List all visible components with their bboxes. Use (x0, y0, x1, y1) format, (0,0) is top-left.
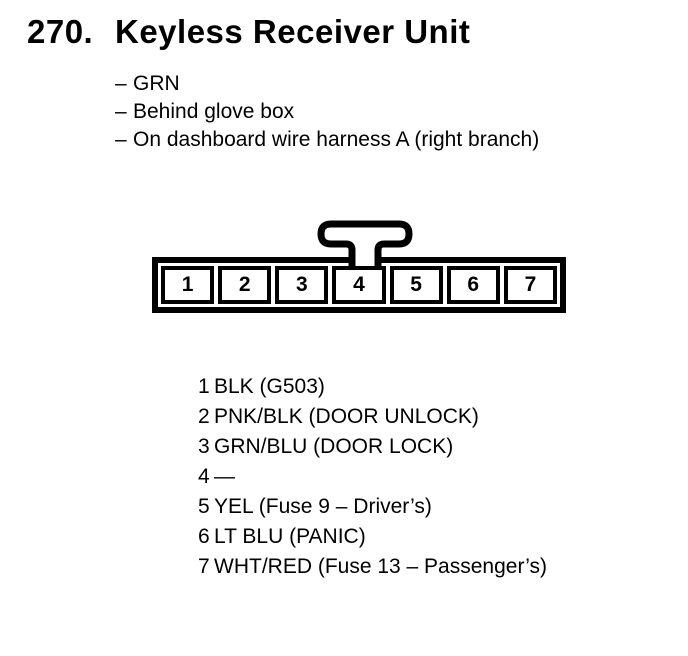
pin-row: 7 WHT/RED (Fuse 13 – Passenger’s) (198, 552, 547, 582)
connector-pin-cell: 3 (275, 266, 329, 304)
connector-diagram: 1 2 3 4 5 6 7 (152, 220, 566, 313)
bullet-line: – GRN (115, 70, 539, 98)
pin-number: 7 (524, 273, 537, 296)
connector-pin-cell: 7 (503, 266, 557, 304)
pin-list-description: BLK (G503) (214, 375, 325, 398)
pin-row: 4 — (198, 462, 547, 492)
bullet-line: – On dashboard wire harness A (right bra… (115, 126, 539, 154)
page-title: 270. Keyless Receiver Unit (27, 13, 470, 51)
bullet-line: – Behind glove box (115, 98, 539, 126)
bullet-dash: – (115, 128, 127, 151)
pin-row: 5 YEL (Fuse 9 – Driver’s) (198, 492, 547, 522)
connector-pin-cell: 5 (389, 266, 443, 304)
bullet-dash: – (115, 100, 127, 123)
pin-list-number: 5 (198, 495, 210, 518)
pin-list-description: GRN/BLU (DOOR LOCK) (214, 435, 454, 458)
pin-list-number: 4 (198, 465, 210, 488)
pin-number: 5 (410, 273, 422, 296)
connector-latch-tab-icon (317, 220, 413, 266)
pin-list: 1 BLK (G503) 2 PNK/BLK (DOOR UNLOCK) 3 G… (198, 372, 547, 582)
pin-row: 1 BLK (G503) (198, 372, 547, 402)
pin-list-description: — (214, 465, 235, 488)
pin-number: 3 (296, 273, 308, 296)
pin-number: 6 (467, 273, 480, 296)
connector-pin-cell: 4 (332, 266, 386, 304)
connector-pins-row: 1 2 3 4 5 6 7 (158, 263, 560, 307)
pin-list-description: WHT/RED (Fuse 13 – Passenger’s) (214, 555, 547, 578)
bullet-dash: – (115, 72, 127, 95)
pin-list-number: 3 (198, 435, 210, 458)
pin-list-number: 1 (198, 375, 210, 398)
section-title: Keyless Receiver Unit (115, 13, 471, 50)
bullet-text: Behind glove box (133, 100, 295, 123)
pin-list-number: 7 (198, 555, 210, 578)
pin-list-description: PNK/BLK (DOOR UNLOCK) (214, 405, 479, 428)
pin-row: 2 PNK/BLK (DOOR UNLOCK) (198, 402, 547, 432)
pin-number: 2 (238, 273, 251, 296)
pin-list-number: 6 (198, 525, 210, 548)
connector-pin-cell: 2 (218, 266, 272, 304)
location-notes: – GRN – Behind glove box – On dashboard … (115, 70, 539, 154)
pin-list-number: 2 (198, 405, 210, 428)
connector-pin-cell: 6 (446, 266, 500, 304)
pin-list-description: YEL (Fuse 9 – Driver’s) (214, 495, 432, 518)
pin-number: 4 (353, 273, 365, 296)
pin-list-description: LT BLU (PANIC) (214, 525, 366, 548)
pin-row: 6 LT BLU (PANIC) (198, 522, 547, 552)
bullet-text: On dashboard wire harness A (right branc… (133, 128, 540, 151)
section-number: 270. (27, 13, 94, 50)
pin-row: 3 GRN/BLU (DOOR LOCK) (198, 432, 547, 462)
connector-pin-cell: 1 (161, 266, 215, 304)
bullet-text: GRN (133, 72, 180, 95)
pin-number: 1 (181, 273, 194, 296)
